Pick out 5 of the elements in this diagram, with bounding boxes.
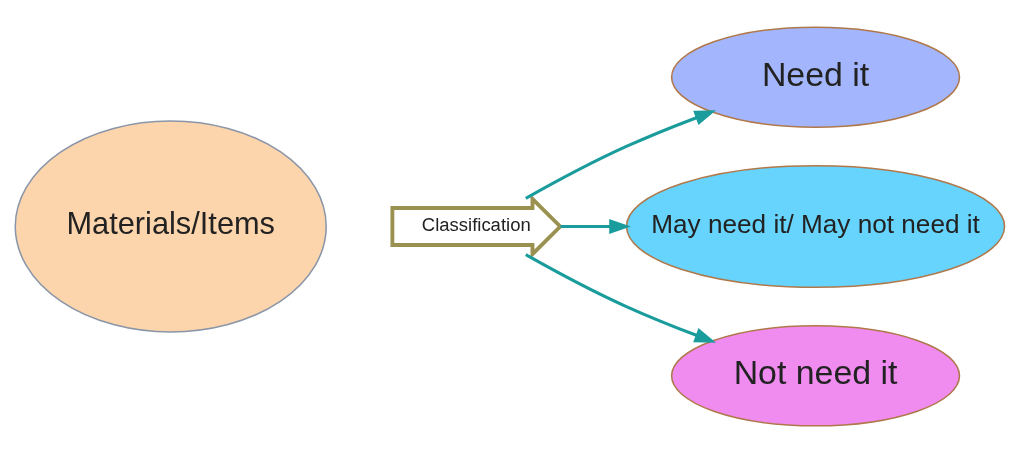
arrow (525, 109, 717, 200)
arrow (525, 252, 717, 343)
node-ellipse: Materials/Items (14, 119, 327, 333)
node-ellipse: May need it/ May not need it (625, 164, 1006, 288)
arrow (560, 218, 631, 234)
